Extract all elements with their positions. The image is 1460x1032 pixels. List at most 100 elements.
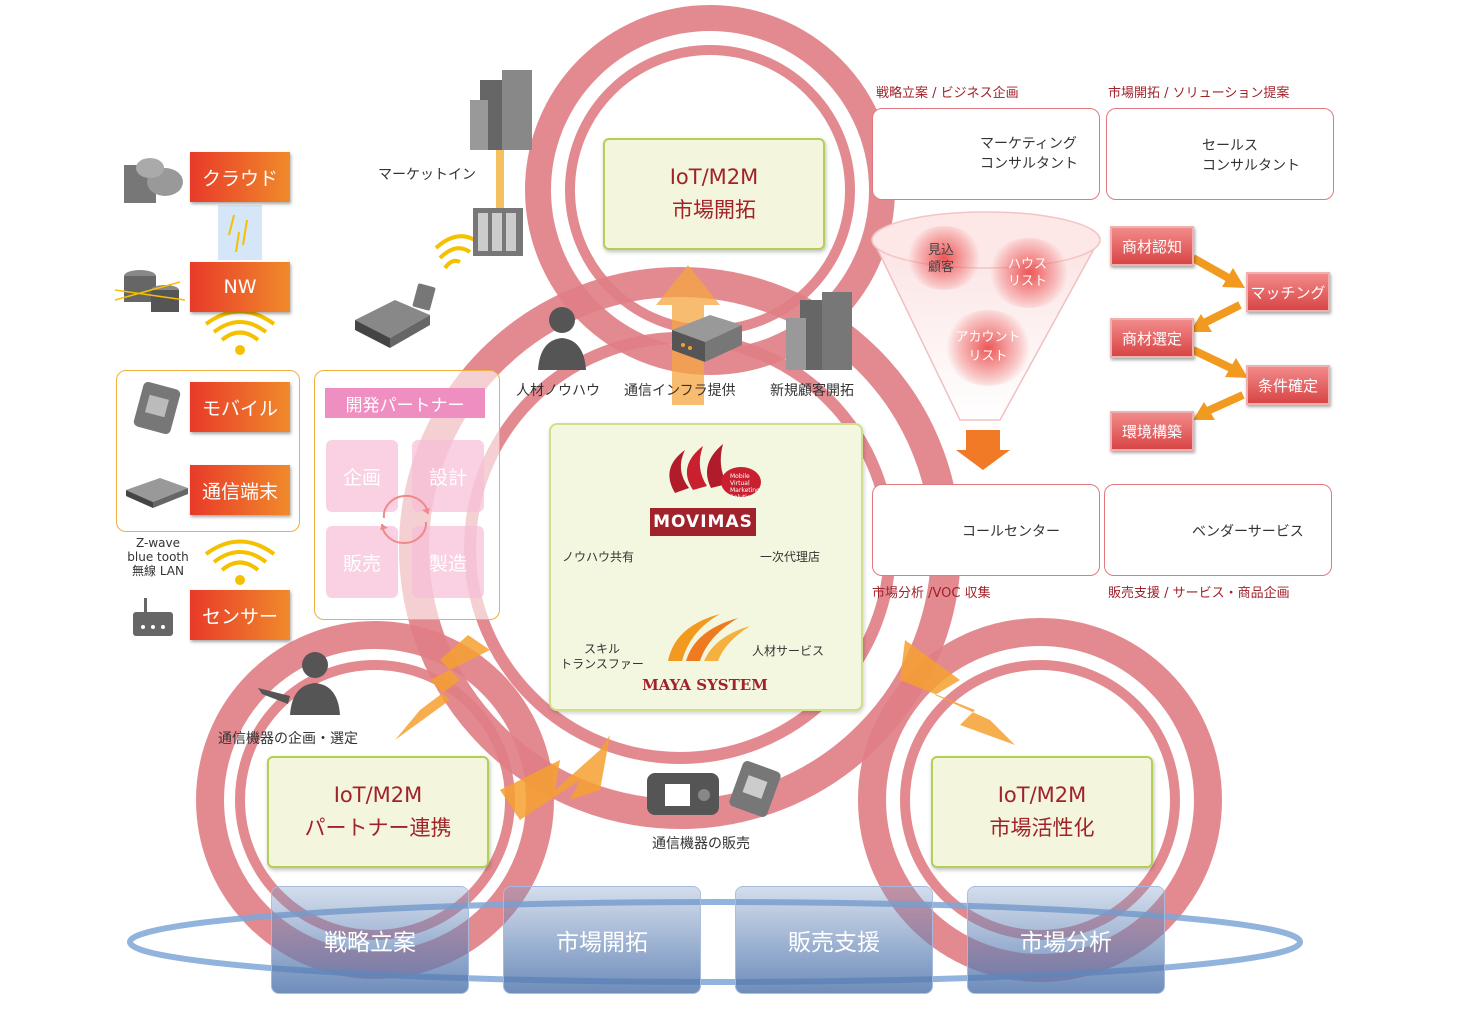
sales-support-footer: 販売支援 / サービス・商品企画 [1108, 586, 1290, 601]
market-in-label: マーケットイン [378, 167, 476, 183]
knowhow-share-label: ノウハウ共有 [562, 550, 635, 564]
person-icon-talent [538, 307, 586, 370]
account-list-glow [944, 310, 1032, 386]
infra-label: 通信インフラ提供 [624, 383, 736, 399]
mobile-box: モバイル [190, 382, 290, 432]
movimas-logo-text: MOVIMAS [650, 508, 756, 536]
bar-sales-support: 販売支援 [735, 886, 933, 994]
strategy-header: 戦略立案 / ビジネス企画 [876, 86, 1019, 101]
bar-strategy: 戦略立案 [271, 886, 469, 994]
prospect-label: 見込 顧客 [928, 242, 954, 276]
vendor-label: ベンダーサービス [1192, 524, 1304, 540]
flow-arrows [1190, 254, 1248, 420]
cloud-box: クラウド [190, 152, 290, 202]
iot-top-line2: 市場開拓 [672, 198, 756, 222]
skill-line-2: トランスファー [560, 657, 644, 671]
wireless-line-2: blue tooth [127, 550, 189, 564]
terminal-icon [126, 478, 188, 508]
iot-partner-box: IoT/M2M パートナー連携 [267, 756, 489, 868]
marketing-consultant-label: マーケティング コンサルタント [980, 134, 1078, 174]
prospect-line-1: 見込 [928, 243, 955, 258]
account-line-1: アカウント [955, 330, 1021, 345]
sales-line-1: セールス [1202, 138, 1258, 154]
prospect-glow [906, 226, 982, 290]
zigzag-arrow-right [900, 640, 1015, 745]
vendor-card [1104, 484, 1332, 576]
quadrant-sales: 販売 [326, 526, 398, 598]
quadrant-design: 設計 [412, 440, 484, 512]
skill-transfer-label: スキル トランスファー [556, 642, 648, 672]
pocket-wifi-icon [647, 773, 719, 815]
maya-logo-icon [668, 614, 750, 661]
wireless-line-1: Z-wave [136, 536, 180, 550]
dev-partner-title: 開発パートナー [325, 388, 485, 418]
house-list-glow [988, 238, 1070, 308]
wifi-icon-3 [434, 234, 480, 270]
movimas-logo-icon [669, 444, 761, 497]
sales-consultant-label: セールス コンサルタント [1202, 136, 1300, 176]
primary-agency-label: 一次代理店 [760, 550, 821, 564]
callcenter-card [872, 484, 1100, 576]
sales-line-2: コンサルタント [1202, 158, 1300, 174]
iot-left-line1: IoT/M2M [333, 783, 423, 808]
flow-product-awareness: 商材認知 [1110, 226, 1194, 266]
wireless-line-3: 無線 LAN [132, 564, 184, 578]
iot-left-line2: パートナー連携 [304, 816, 452, 840]
movimas-tagline: Mobile Virtual Marketing Solution [730, 473, 760, 501]
account-line-2: リスト [968, 349, 1008, 364]
house-line-2: リスト [1008, 274, 1048, 289]
cloud-nw-link [218, 205, 262, 260]
maya-logo-text: MAYA SYSTEM [642, 676, 768, 694]
building-icon-right [786, 292, 852, 370]
iot-right-line2: 市場活性化 [989, 816, 1095, 840]
wifi-icon-1 [204, 309, 276, 355]
marketing-line-2: コンサルタント [980, 156, 1078, 172]
wireless-note: Z-wave blue tooth 無線 LAN [118, 536, 198, 578]
flow-product-selection: 商材選定 [1110, 318, 1194, 358]
device-planning-caption: 通信機器の企画・選定 [218, 731, 358, 747]
iot-right-line1: IoT/M2M [997, 783, 1087, 808]
sensor-box: センサー [190, 590, 290, 640]
new-customer-label: 新規顧客開拓 [770, 383, 854, 399]
house-line-1: ハウス [1008, 257, 1048, 272]
quadrant-manufacture: 製造 [412, 526, 484, 598]
funnel-arrow [956, 430, 1010, 470]
flow-matching: マッチング [1246, 272, 1330, 312]
bar-market-analysis: 市場分析 [967, 886, 1165, 994]
iot-market-development-box: IoT/M2M 市場開拓 [603, 138, 825, 250]
wifi-icon-2 [204, 539, 276, 585]
flow-environment-setup: 環境構築 [1110, 411, 1194, 451]
house-list-label: ハウス リスト [1008, 256, 1047, 290]
building-icon-top [470, 70, 532, 150]
iot-top-line1: IoT/M2M [669, 165, 759, 190]
router-icon-left [355, 300, 430, 348]
person-icon-planning [258, 652, 340, 715]
device-sales-caption: 通信機器の販売 [652, 836, 750, 852]
quadrant-planning: 企画 [326, 440, 398, 512]
router-icon-center [672, 315, 742, 362]
flow-terms-confirmation: 条件確定 [1246, 365, 1330, 405]
marketing-consultant-card [872, 108, 1100, 200]
market-header: 市場開拓 / ソリューション提案 [1108, 86, 1290, 101]
hr-service-label: 人材サービス [752, 644, 825, 658]
market-in-connector [496, 140, 504, 210]
cycle-arrows-icon [380, 494, 430, 544]
nw-box: NW [190, 262, 290, 312]
market-analysis-footer: 市場分析 /VOC 収集 [872, 586, 991, 601]
server-icon [473, 208, 523, 256]
sales-consultant-card [1106, 108, 1334, 200]
account-list-label: アカウント リスト [950, 328, 1026, 366]
iot-activation-box: IoT/M2M 市場活性化 [931, 756, 1153, 868]
prospect-line-2: 顧客 [928, 260, 955, 275]
zigzag-arrow-left [395, 635, 490, 740]
bar-market-development: 市場開拓 [503, 886, 701, 994]
database-icon [114, 270, 186, 312]
terminal-box: 通信端末 [190, 465, 290, 515]
cloud-building-icon [124, 158, 183, 203]
sensor-icon [133, 598, 173, 636]
device-group-frame [116, 370, 300, 532]
sim-icon-small [412, 283, 436, 311]
bottom-ellipse [127, 899, 1303, 985]
talent-knowhow-label: 人材ノウハウ [516, 383, 600, 399]
marketing-line-1: マーケティング [980, 136, 1077, 152]
